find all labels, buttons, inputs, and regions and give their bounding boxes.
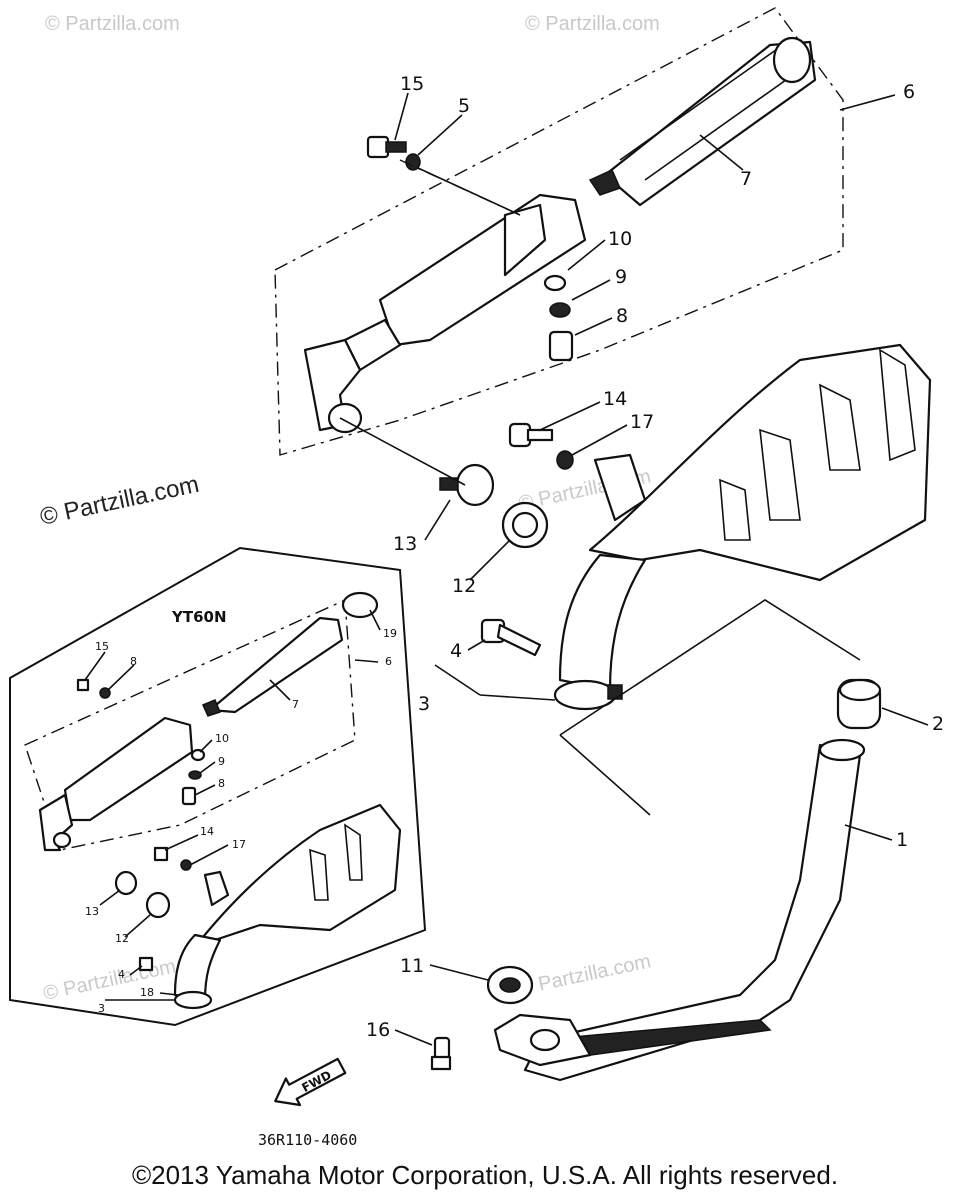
bolt-part-4: [480, 618, 542, 657]
exhaust-pipe-leader-2: [559, 734, 651, 816]
gasket-part-2: [836, 678, 882, 730]
callout-1: 1: [896, 829, 908, 851]
tail-pipe-part-7: [588, 36, 817, 207]
gasket-part-11: [486, 965, 534, 1005]
callout-4: 4: [450, 640, 462, 662]
inset-callout-4: 4: [118, 968, 125, 981]
drawing-number: 36R110-4060: [258, 1131, 357, 1149]
washer-part-9: [549, 302, 571, 318]
bolt-part-8: [548, 330, 574, 362]
pipe-flange: [493, 1013, 592, 1067]
watermark-top-left: © Partzilla.com: [45, 13, 180, 35]
inset-muffler: [63, 716, 194, 822]
inset-callout-12: 12: [115, 932, 129, 945]
inset-callout-9: 9: [218, 755, 225, 768]
callout-12: 12: [452, 575, 476, 597]
callout-14: 14: [603, 388, 627, 410]
muffler-body: [303, 193, 587, 434]
exhaust-pipe-leader: [559, 599, 861, 736]
bolt-part-16: [430, 1036, 452, 1071]
washer-part-5: [405, 153, 421, 171]
inset-callout-17: 17: [232, 838, 246, 851]
assembly-6-outline: [274, 7, 844, 456]
callout-16: 16: [366, 1019, 390, 1041]
bolt-part-15: [366, 135, 407, 159]
callout-13: 13: [393, 533, 417, 555]
watermark-bottom-left: © Partzilla.com: [41, 955, 177, 1005]
inset-callout-3: 3: [98, 1002, 105, 1015]
callout-17: 17: [630, 411, 654, 433]
inset-callout-8: 8: [218, 777, 225, 790]
inset-assembly-outline: [24, 598, 356, 851]
inset-callout-15: 15: [95, 640, 109, 653]
callout-15: 15: [400, 73, 424, 95]
callout-6: 6: [903, 81, 915, 103]
callout-9: 9: [615, 266, 627, 288]
inset-tail-pipe: [208, 616, 344, 714]
watermark-mid-left: © Partzilla.com: [38, 471, 202, 531]
callout-3: 3: [418, 693, 430, 715]
clamp-part-13: [439, 463, 495, 507]
inset-callout-7: 7: [292, 698, 299, 711]
callout-5: 5: [458, 95, 470, 117]
watermark-bottom-center: © Partzilla.com: [516, 950, 652, 1000]
callout-7: 7: [740, 168, 752, 190]
watermark-top-right: © Partzilla.com: [525, 13, 660, 35]
bolt-part-14: [508, 422, 554, 448]
inset-callout-6: 6: [385, 655, 392, 668]
copyright-notice: ©2013 Yamaha Motor Corporation, U.S.A. A…: [131, 1160, 839, 1190]
inset-callout-18: 18: [140, 986, 154, 999]
inset-title: YT60N: [171, 608, 227, 626]
callout-10: 10: [608, 228, 632, 250]
inset-callout-13: 13: [85, 905, 99, 918]
inset-callout-19: 19: [383, 627, 397, 640]
inset-end-cap-19: [341, 591, 379, 619]
fwd-arrow: FWD: [274, 1057, 347, 1107]
callout-2: 2: [932, 713, 944, 735]
callout-11: 11: [400, 955, 424, 977]
gasket-part-12: [501, 501, 549, 549]
callout-8: 8: [616, 305, 628, 327]
inset-frame: [9, 546, 427, 1027]
nut-part-10: [543, 274, 567, 292]
inset-callout-14: 14: [200, 825, 214, 838]
washer-part-17: [556, 450, 574, 470]
inset-callout-5: 8: [130, 655, 137, 668]
inset-callout-10: 10: [215, 732, 229, 745]
heat-shield-silencer: [553, 343, 932, 711]
